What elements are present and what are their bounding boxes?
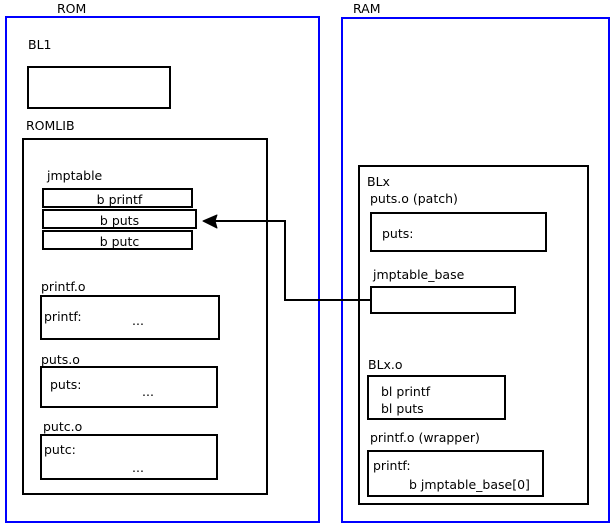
puts-patch-box: puts:	[370, 212, 547, 252]
romlib-puts-o-box: puts: ...	[40, 366, 218, 408]
jmptable-entry-2: b putc	[42, 230, 193, 250]
jmptable-base-to-b-puts-arrow	[212, 220, 370, 301]
romlib-printf-body: ...	[132, 313, 144, 328]
blx-o-label: BLx.o	[368, 357, 403, 372]
romlib-putc-o-box: putc: ...	[40, 434, 218, 480]
puts-patch-symbol: puts:	[382, 226, 414, 241]
blx-o-line-2: bl puts	[381, 401, 424, 416]
blx-o-line-1: bl printf	[381, 384, 431, 399]
romlib-putc-body: ...	[132, 460, 144, 475]
puts-patch-label: puts.o (patch)	[370, 191, 458, 206]
jmptable-base-box	[370, 286, 516, 314]
jmptable-entry-2-text: b putc	[99, 234, 140, 249]
bl1-label: BL1	[28, 37, 52, 52]
romlib-printf-symbol: printf:	[44, 309, 82, 324]
blx-o-box: bl printf bl puts	[367, 375, 506, 420]
jmptable-entry-0-text: b printf	[96, 192, 143, 207]
printf-wrapper-symbol: printf:	[373, 458, 411, 473]
jmptable-entry-1-text: b puts	[99, 213, 140, 228]
romlib-printf-o-box: printf: ...	[40, 295, 220, 340]
jmptable-entry-1: b puts	[42, 209, 197, 229]
romlib-puts-o-label: puts.o	[41, 352, 80, 367]
rom-region-label: ROM	[57, 1, 87, 16]
blx-label: BLx	[367, 174, 390, 189]
romlib-puts-body: ...	[142, 384, 154, 399]
jmptable-label: jmptable	[47, 168, 103, 183]
jmptable-base-label: jmptable_base	[373, 267, 465, 282]
printf-wrapper-label: printf.o (wrapper)	[370, 430, 480, 445]
printf-wrapper-box: printf: b jmptable_base[0]	[367, 450, 544, 497]
bl1-box	[27, 66, 171, 109]
ram-region-label: RAM	[353, 1, 381, 16]
arrow-head-icon	[202, 214, 218, 229]
romlib-putc-o-label: putc.o	[43, 419, 83, 434]
ram-region	[341, 17, 610, 523]
romlib-printf-o-label: printf.o	[41, 279, 86, 294]
jmptable-entry-0: b printf	[42, 188, 193, 208]
printf-wrapper-branch: b jmptable_base[0]	[409, 477, 530, 492]
rom-region	[5, 16, 320, 523]
romlib-label: ROMLIB	[26, 118, 75, 133]
romlib-putc-symbol: putc:	[44, 442, 76, 457]
romlib-puts-symbol: puts:	[50, 377, 82, 392]
